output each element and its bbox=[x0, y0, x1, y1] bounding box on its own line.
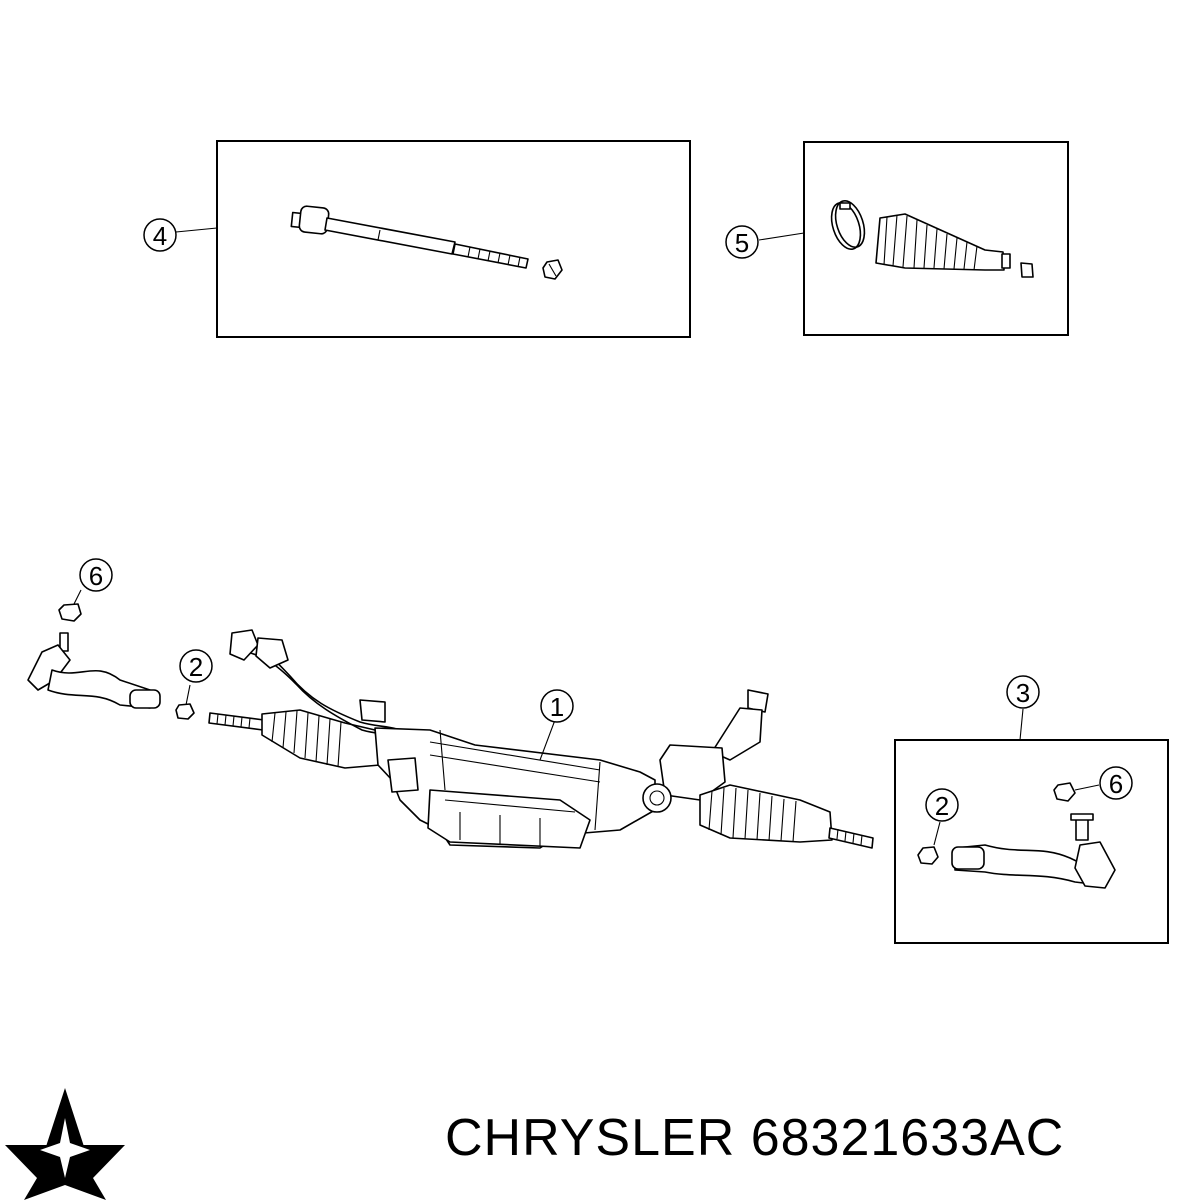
callout-5: 5 bbox=[725, 225, 759, 259]
boot-kit-box bbox=[758, 141, 1069, 336]
svg-text:2: 2 bbox=[935, 791, 949, 821]
jam-nut-part bbox=[542, 259, 563, 280]
pentastar-logo-icon bbox=[5, 1088, 125, 1200]
part-number: 68321633AC bbox=[750, 1109, 1065, 1167]
right-tie-rod-end-part bbox=[951, 813, 1116, 889]
svg-text:3: 3 bbox=[1016, 678, 1030, 708]
left-tie-rod-end bbox=[27, 589, 195, 720]
caption: CHRYSLER 68321633AC bbox=[445, 1108, 1064, 1168]
svg-text:1: 1 bbox=[550, 692, 564, 722]
svg-text:5: 5 bbox=[735, 228, 749, 258]
inner-tie-rod-part bbox=[290, 205, 529, 269]
callout-6-left: 6 bbox=[79, 558, 113, 592]
outer-tie-rod-end-box bbox=[894, 708, 1169, 944]
boot-clip-part bbox=[1020, 262, 1034, 278]
boot-clamp-part bbox=[830, 200, 866, 250]
steering-rack-assembly bbox=[208, 629, 874, 849]
callout-2-left: 2 bbox=[179, 649, 213, 683]
right-nut-part bbox=[1053, 782, 1100, 802]
callout-4: 4 bbox=[143, 218, 177, 252]
callout-2-right: 2 bbox=[925, 788, 959, 822]
svg-text:2: 2 bbox=[189, 652, 203, 682]
brand-name: CHRYSLER bbox=[445, 1109, 736, 1167]
callout-6-right: 6 bbox=[1099, 766, 1133, 800]
svg-text:6: 6 bbox=[1109, 769, 1123, 799]
right-jam-nut-part bbox=[917, 821, 941, 865]
steering-boot-part bbox=[875, 213, 1011, 271]
svg-text:6: 6 bbox=[89, 561, 103, 591]
callout-3: 3 bbox=[1006, 675, 1040, 709]
inner-tie-rod-box bbox=[175, 140, 691, 338]
callout-1: 1 bbox=[540, 689, 574, 723]
svg-text:4: 4 bbox=[153, 221, 167, 251]
